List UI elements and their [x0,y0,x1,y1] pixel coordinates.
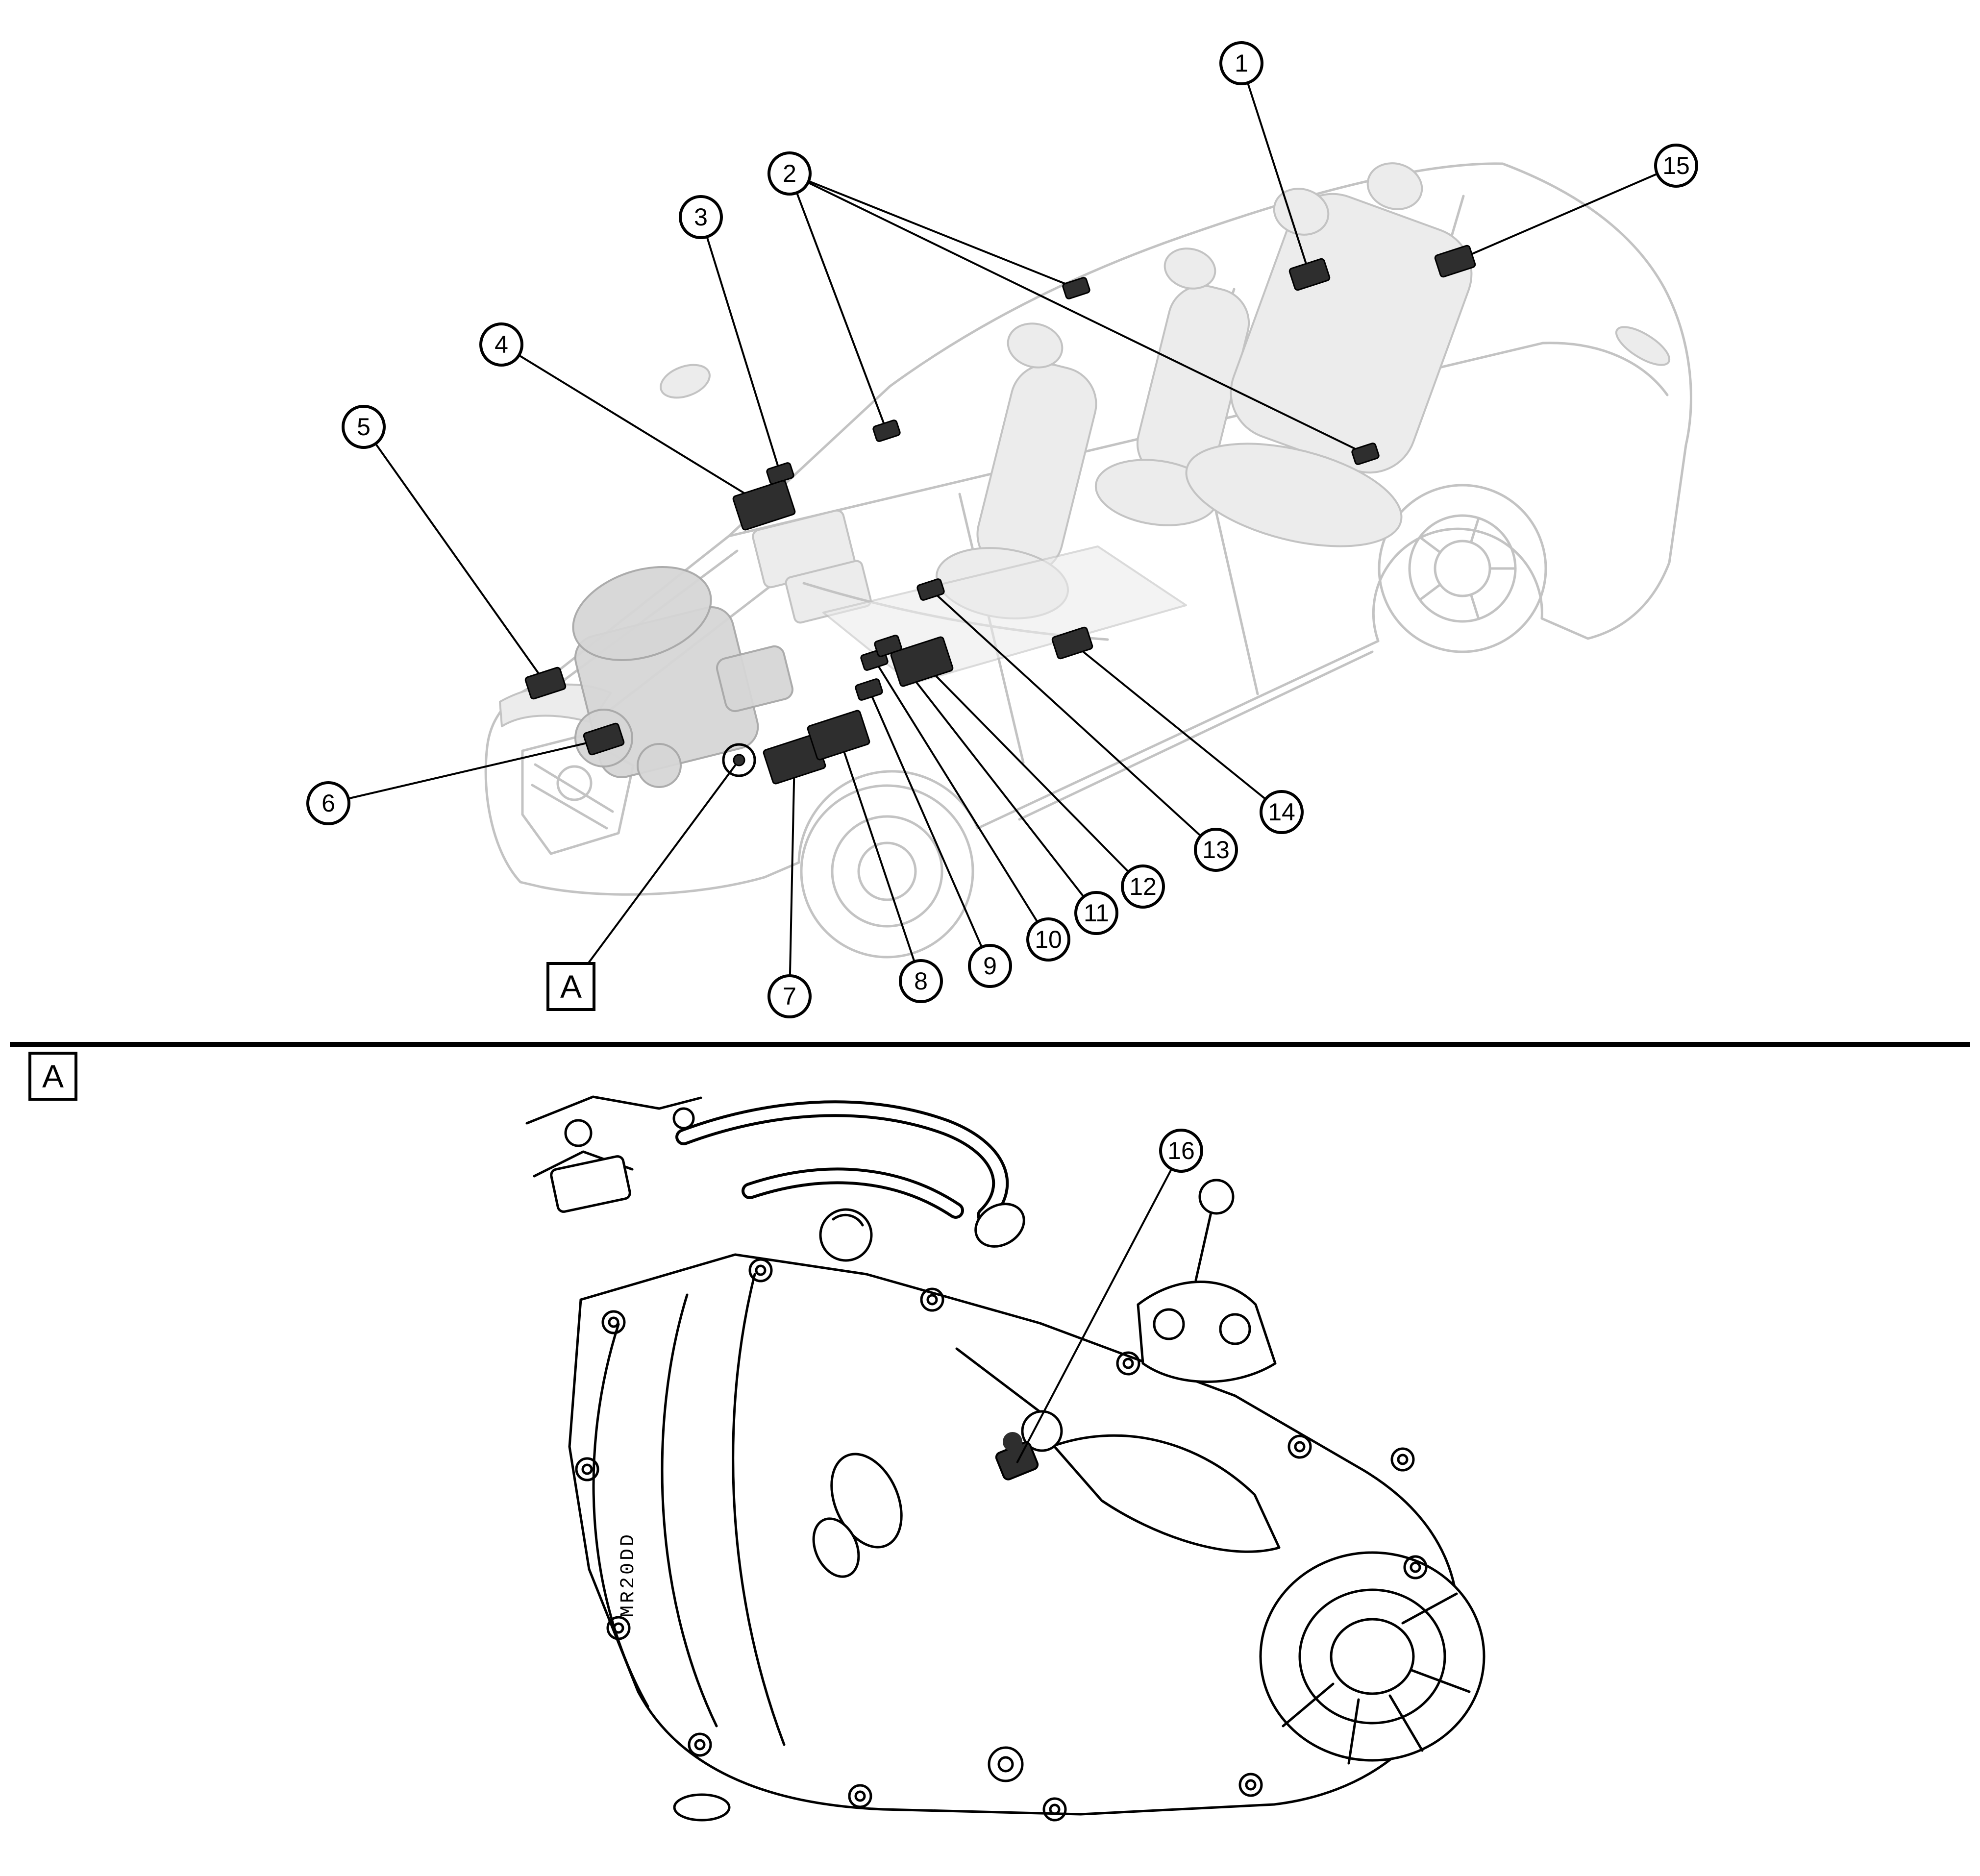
leader-line-6 [328,738,604,804]
svg-text:7: 7 [783,983,796,1010]
svg-text:8: 8 [914,967,928,995]
transmission-detail-art: MR20DD [525,1095,1485,1822]
svg-text:5: 5 [357,413,371,441]
component-13 [916,578,945,601]
leader-line-2 [789,173,888,431]
callout-13: 13 [1194,828,1238,872]
clutch-cylinder [830,1453,903,1549]
svg-text:4: 4 [495,331,508,358]
callout-10: 10 [1026,917,1070,962]
side-mirror [660,364,711,399]
callout-15: 15 [1654,144,1698,188]
car-rocker-line [1018,650,1374,821]
bell-housing [1259,1551,1485,1765]
svg-text:14: 14 [1268,798,1295,826]
leader-line-11 [887,645,1097,914]
component-2 [1351,443,1380,465]
leader-line-12 [921,661,1144,888]
svg-text:1: 1 [1235,49,1248,77]
flange-bolts [575,1258,1428,1822]
callout-9: 9 [968,944,1012,988]
svg-text:15: 15 [1662,152,1690,179]
car-body-outline [484,162,1692,896]
leader-line-2 [789,173,1366,455]
component-8 [807,710,870,761]
leader-line-8 [838,735,922,982]
drain-plug [988,1746,1024,1782]
taillight [1615,326,1671,366]
callout-11: 11 [1074,891,1118,935]
callout-5: 5 [342,405,386,449]
leader-line-13 [930,589,1217,851]
leader-line-9 [868,689,991,966]
component-1 [1288,258,1331,291]
callout-14: 14 [1260,790,1304,834]
callout-4: 4 [479,322,523,367]
callout-2: 2 [767,151,812,196]
component-4 [732,480,796,531]
leader-line-1 [1240,63,1311,275]
detail-label-A: A [546,962,595,1011]
component-15 [1434,245,1476,278]
callout-6: 6 [306,781,350,825]
svg-text:11: 11 [1084,899,1109,927]
bracket [550,1155,631,1213]
vehicle-ghost-art [484,162,1692,959]
output-shaft [673,1793,731,1822]
svg-text:12: 12 [1129,873,1157,900]
callout-1: 1 [1219,41,1263,85]
detail-target-ring [722,743,756,777]
callout-3: 3 [679,195,723,239]
grille-lines [531,763,614,830]
component-5 [524,666,567,700]
leader-line-A [570,759,740,987]
component-2 [1062,277,1090,299]
mount-bracket [1137,1179,1277,1383]
svg-text:3: 3 [694,203,708,231]
svg-text:16: 16 [1167,1137,1195,1164]
detail-label-A: A [28,1052,77,1101]
svg-text:A: A [42,1058,64,1094]
selector-arm [1052,1434,1281,1553]
callout-8: 8 [899,959,943,1003]
leader-line-2 [789,173,1077,289]
leader-line-3 [700,217,781,474]
callout-7: 7 [767,974,812,1018]
leader-line-5 [363,426,546,684]
component-12 [890,636,954,687]
leader-line-4 [500,344,765,506]
brand-badge [556,765,593,801]
svg-text:A: A [560,968,582,1005]
component-2 [872,420,901,442]
ball-stud [819,1208,873,1262]
car-rear-deck [1541,342,1669,396]
svg-text:6: 6 [322,790,335,817]
case-ribs [592,1273,786,1746]
rear-wheel [1378,484,1547,653]
callout-12: 12 [1121,864,1165,909]
component-9 [855,678,883,701]
svg-text:13: 13 [1202,836,1230,864]
front-wheel [800,784,974,959]
leader-line-10 [873,659,1049,940]
hoses [675,1100,1025,1248]
leader-line-14 [1071,642,1283,813]
leader-line-15 [1455,165,1677,262]
component-14 [1051,626,1093,660]
leader-line-7 [789,759,795,997]
transmission-casing-code: MR20DD [618,1532,640,1617]
transaxle-case [568,1253,1460,1816]
svg-text:2: 2 [783,160,796,187]
component-6 [583,722,625,756]
leader-line-16 [1016,1150,1182,1463]
svg-text:10: 10 [1035,926,1062,953]
callout-16: 16 [1159,1129,1203,1173]
svg-text:9: 9 [983,952,997,980]
